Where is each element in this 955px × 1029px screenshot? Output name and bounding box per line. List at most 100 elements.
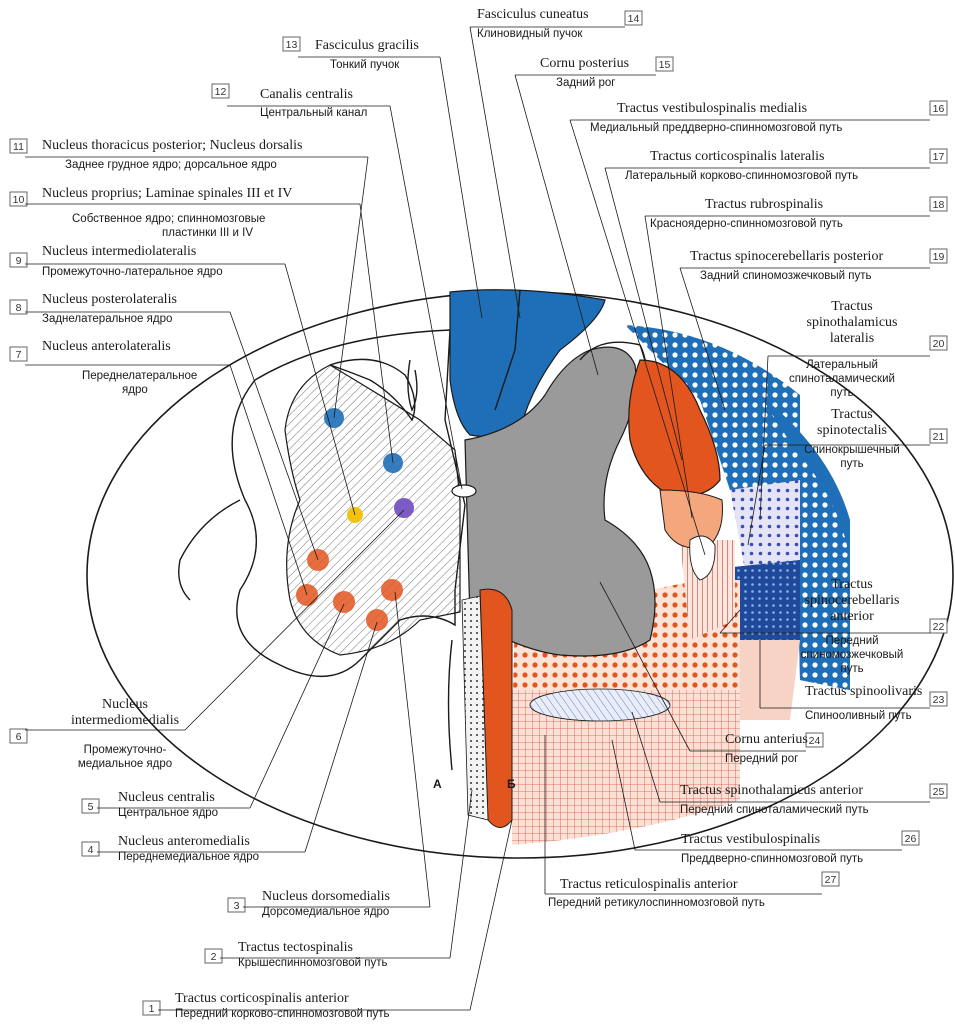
label-russian: Передний: [825, 635, 878, 647]
label-number: 11: [13, 141, 24, 153]
label-number: 19: [933, 251, 945, 263]
label-russian: Центральное ядро: [118, 807, 218, 819]
nucleus-centralis-marker: [333, 591, 355, 613]
label-russian: Преддверно-спинномозговой путь: [681, 853, 863, 865]
label-russian: Промежуточно-: [84, 744, 167, 756]
label-russian: Задний рог: [556, 77, 615, 89]
label-latin: Nucleus proprius; Laminae spinales III e…: [42, 186, 292, 201]
label-latin: Nucleus thoracicus posterior; Nucleus do…: [42, 138, 303, 153]
label-russian: пластинки III и IV: [162, 227, 253, 239]
label-russian: Переднемедиальное ядро: [118, 851, 259, 863]
label-latin: lateralis: [830, 331, 874, 346]
label-latin: Canalis centralis: [260, 87, 353, 102]
label-number: 6: [16, 731, 22, 743]
label-latin: Nucleus anterolateralis: [42, 339, 171, 354]
label-russian: Крышеспинномозговой путь: [238, 957, 388, 969]
label-russian: Клиновидный пучок: [477, 28, 583, 40]
label-latin: Tractus: [831, 577, 873, 592]
label-latin: Cornu anterius: [725, 732, 808, 747]
label-russian: спиноталамический: [789, 373, 895, 385]
label-leader-line: [470, 27, 520, 318]
tract-spinothalamicus-anterior-region: [530, 689, 670, 721]
label-russian: Задний спиномозжечковый путь: [700, 270, 872, 282]
label-russian: Заднелатеральное ядро: [42, 313, 172, 325]
nucleus-anteromedialis-marker: [366, 609, 388, 631]
label-number: 5: [88, 801, 94, 813]
label-number: 24: [809, 735, 821, 747]
label-russian: Промежуточно-латеральное ядро: [42, 266, 223, 278]
central-canal: [452, 485, 476, 497]
label-leader-line: [395, 592, 430, 907]
label-latin: anterior: [830, 609, 874, 624]
label-russian: Тонкий пучок: [330, 59, 400, 71]
label-latin: Nucleus: [102, 697, 148, 712]
nucleus-intermediomedialis-marker: [394, 498, 414, 518]
label-russian: Медиальный преддверно-спинномозговой пут…: [590, 122, 842, 134]
label-russian: Латеральный корково-спинномозговой путь: [625, 170, 858, 182]
label-number: 16: [933, 103, 945, 115]
label-latin: Nucleus anteromedialis: [118, 834, 250, 849]
label-latin: intermediomedialis: [71, 713, 179, 728]
label-latin: Nucleus intermediolateralis: [42, 244, 196, 259]
label-latin: Tractus reticulospinalis anterior: [560, 877, 738, 892]
label-number: 10: [13, 194, 25, 206]
label-number: 21: [933, 431, 945, 443]
label-leader-line: [470, 820, 512, 1010]
label-latin: Tractus corticospinalis anterior: [175, 991, 349, 1006]
label-number: 22: [933, 621, 945, 633]
label-latin: spinothalamicus: [807, 315, 898, 330]
label-number: 18: [933, 199, 945, 211]
left-lateral-notch: [179, 500, 240, 600]
label-latin: Tractus: [831, 299, 873, 314]
label-number: 20: [933, 338, 945, 350]
nucleus-dorsomedialis-marker: [381, 579, 403, 601]
label-1: 1 Tractus corticospinalis anteriorПередни…: [143, 820, 512, 1020]
side-label-a: А: [433, 777, 442, 791]
label-number: 27: [825, 874, 837, 886]
label-latin: Tractus: [831, 407, 873, 422]
label-number: 23: [933, 694, 945, 706]
label-russian: Передний спиноталамический путь: [680, 804, 869, 816]
label-russian: путь: [840, 458, 863, 470]
label-russian: медиальное ядро: [78, 758, 172, 770]
label-leader-line: [250, 604, 344, 808]
label-russian: Дорсомедиальное ядро: [262, 906, 389, 918]
label-latin: Fasciculus cuneatus: [477, 7, 589, 22]
dorsal-vein: [408, 360, 417, 410]
label-russian: путь: [840, 663, 863, 675]
label-latin: Cornu posterius: [540, 56, 629, 71]
label-russian: Передний ретикулоспинномозговой путь: [548, 897, 765, 909]
label-russian: Спинокрышечный: [804, 444, 900, 456]
label-number: 9: [16, 255, 22, 267]
label-number: 4: [88, 844, 94, 856]
label-latin: Tractus tectospinalis: [238, 940, 353, 955]
label-latin: Tractus corticospinalis lateralis: [650, 149, 824, 164]
label-latin: Nucleus centralis: [118, 790, 215, 805]
label-latin: Fasciculus gracilis: [315, 38, 419, 53]
label-13: 13Fasciculus gracilisТонкий пучок: [283, 37, 482, 318]
label-russian: Передний корково-спинномозговой путь: [175, 1008, 390, 1020]
label-latin: Nucleus dorsomedialis: [262, 889, 390, 904]
label-number: 26: [905, 833, 917, 845]
label-russian: Переднелатеральное: [82, 370, 197, 382]
label-number: 25: [933, 786, 945, 798]
side-label-b: Б: [507, 777, 516, 791]
label-2: 2 Tractus tectospinalisКрышеспинномозгово…: [205, 790, 472, 969]
label-russian: Центральный канал: [260, 107, 367, 119]
label-number: 1: [149, 1003, 155, 1015]
label-leader-line: [450, 790, 472, 958]
label-russian: ядро: [122, 384, 148, 396]
label-number: 2: [211, 951, 217, 963]
label-number: 17: [933, 151, 945, 163]
label-latin: spinotectalis: [817, 423, 887, 438]
label-russian: Спинооливный путь: [805, 710, 912, 722]
label-latin: Tractus spinothalamicus anterior: [680, 783, 863, 798]
label-latin: Tractus spinoolivaris: [805, 684, 922, 699]
label-number: 8: [16, 302, 22, 314]
label-leader-line: [305, 622, 377, 852]
label-number: 12: [215, 86, 227, 98]
label-russian: спиномозжечковый: [801, 649, 904, 661]
